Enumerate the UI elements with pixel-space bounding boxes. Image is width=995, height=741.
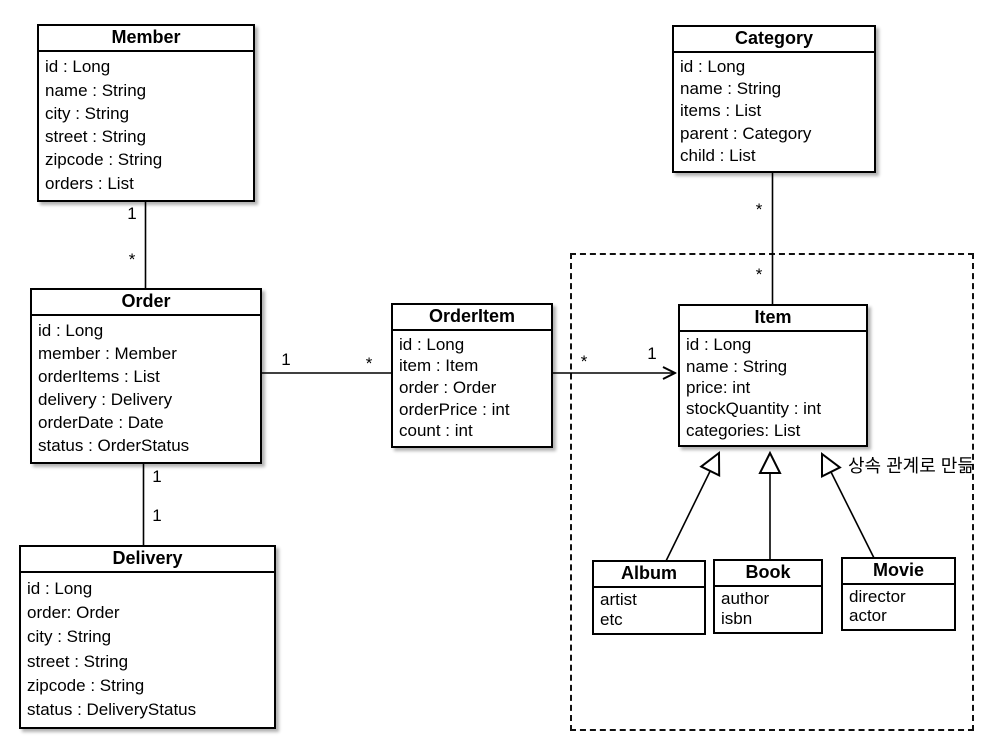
multiplicity-category-item-many-bottom: * [755,265,763,284]
class-attribute: zipcode : String [27,675,145,695]
class-attribute: orderPrice : int [399,399,510,419]
class-attribute: zipcode : String [45,150,163,170]
connector-movie-item-inheritance [822,454,875,559]
class-attribute: actor [849,606,887,626]
class-attribute: parent : Category [680,123,812,143]
multiplicity-order-delivery-1-bottom: 1 [152,506,162,525]
class-attribute: id : Long [45,57,111,77]
class-attribute: order : Order [399,377,497,397]
multiplicity-orderitem-item-many: * [580,352,588,371]
class-attribute: street : String [27,651,129,671]
multiplicity-member-order-many: * [128,250,136,269]
class-title: OrderItem [393,305,551,331]
class-title: Category [674,27,874,53]
class-attribute: isbn [721,609,753,628]
inheritance-annotation: 상속 관계로 만듦 [848,456,974,476]
class-attribute: price: int [686,377,751,397]
connector-album-item-inheritance [665,453,719,562]
class-title: Book [715,561,821,587]
class-title: Album [594,562,704,588]
class-title: Member [39,26,253,52]
class-title: Order [32,290,260,316]
class-attribute: orders : List [45,173,134,193]
class-delivery: Delivery id : Long order: Order city : S… [19,545,276,729]
class-attribute-list: author isbn [715,587,821,632]
class-attribute: status : DeliveryStatus [27,699,197,719]
multiplicity-order-orderitem-1: 1 [281,350,291,369]
class-attribute: id : Long [27,579,93,599]
class-item: Item id : Long name : String price: int … [678,304,868,447]
class-title: Delivery [21,547,274,573]
class-attribute: etc [600,610,623,629]
class-attribute-list: artist etc [594,588,704,633]
class-attribute: categories: List [686,420,801,440]
multiplicity-order-orderitem-many: * [365,354,373,373]
class-attribute-list: id : Long order: Order city : String str… [21,573,274,727]
class-title: Item [680,306,866,332]
class-attribute: member : Member [38,344,177,363]
class-member: Member id : Long name : String city : St… [37,24,255,202]
class-category: Category id : Long name : String items :… [672,25,876,173]
multiplicity-category-item-many-top: * [755,200,763,219]
class-attribute: id : Long [680,57,746,77]
class-attribute: artist [600,590,637,609]
class-attribute: name : String [45,80,147,100]
class-attribute-list: id : Long name : String price: int stock… [680,332,866,445]
class-attribute: id : Long [399,334,465,354]
class-attribute: director [849,586,906,606]
class-attribute: count : int [399,421,473,441]
class-attribute: street : String [45,127,147,147]
class-book: Book author isbn [713,559,823,634]
class-attribute: delivery : Delivery [38,390,173,409]
class-attribute-list: id : Long name : String city : String st… [39,52,253,200]
class-attribute: items : List [680,101,762,121]
class-attribute: item : Item [399,356,479,376]
class-orderitem: OrderItem id : Long item : Item order : … [391,303,553,448]
class-attribute: orderDate : Date [38,413,164,432]
class-attribute: city : String [27,627,112,647]
class-attribute: name : String [680,79,782,99]
class-attribute-list: id : Long member : Member orderItems : L… [32,316,260,462]
multiplicity-member-order-1: 1 [127,204,137,223]
class-attribute-list: director actor [843,585,954,629]
class-attribute: child : List [680,145,756,165]
class-movie: Movie director actor [841,557,956,631]
class-order: Order id : Long member : Member orderIte… [30,288,262,464]
class-attribute-list: id : Long item : Item order : Order orde… [393,331,551,446]
class-attribute: city : String [45,103,130,123]
class-attribute: order: Order [27,603,120,623]
class-album: Album artist etc [592,560,706,635]
class-attribute: stockQuantity : int [686,399,822,419]
class-attribute: name : String [686,356,788,376]
class-attribute: status : OrderStatus [38,436,190,455]
class-attribute: id : Long [686,335,752,355]
class-attribute: orderItems : List [38,367,160,386]
class-attribute: id : Long [38,321,104,340]
class-attribute: author [721,589,770,608]
multiplicity-order-delivery-1-top: 1 [152,467,162,486]
class-title: Movie [843,559,954,585]
multiplicity-orderitem-item-1: 1 [647,344,657,363]
class-attribute-list: id : Long name : String items : List par… [674,53,874,171]
